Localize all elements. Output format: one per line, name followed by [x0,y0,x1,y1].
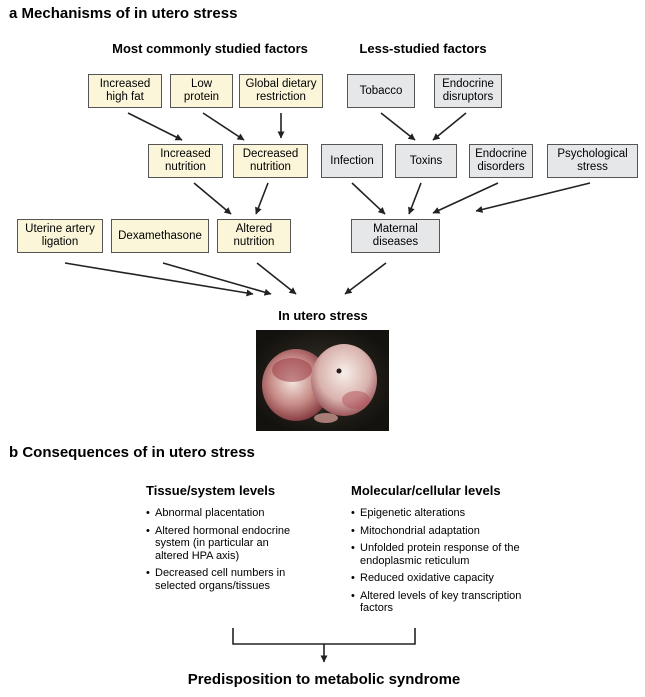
box-dexamethasone: Dexamethasone [111,219,209,253]
list-item: Abnormal placentation [146,507,326,520]
common-factors-heading: Most commonly studied factors [112,41,308,56]
box-endocrine-disorders: Endocrine disorders [469,144,533,178]
box-increased-high-fat: Increased high fat [88,74,162,108]
box-decreased-nutrition: Decreased nutrition [233,144,308,178]
list-item: Altered levels of key transcription fact… [351,590,551,615]
molecular-levels-list: Epigenetic alterations Mitochondrial ada… [351,507,551,620]
box-increased-nutrition: Increased nutrition [148,144,223,178]
box-psychological-stress: Psychological stress [547,144,638,178]
list-item: Unfolded protein response of the endopla… [351,542,551,567]
tissue-levels-list: Abnormal placentation Altered hormonal e… [146,507,326,597]
list-item: Altered hormonal endocrine system (in pa… [146,525,326,563]
arrow-toxins-to-maternal-diseases [408,182,422,215]
arrow-dexamethasone-to-stress [162,262,272,296]
embryo-photo [256,330,389,431]
arrow-low-protein-to-decreased-nutrition [202,112,245,141]
panel-a-title: a Mechanisms of in utero stress [9,5,238,22]
arrow-increased-to-altered-nutrition [193,182,232,215]
box-altered-nutrition: Altered nutrition [217,219,291,253]
arrow-tobacco-to-toxins [380,112,416,141]
list-item: Reduced oxidative capacity [351,572,551,585]
list-item: Epigenetic alterations [351,507,551,520]
arrow-infection-to-maternal-diseases [351,182,386,215]
less-studied-heading: Less-studied factors [359,41,487,56]
in-utero-stress-label: In utero stress [278,308,368,323]
tissue-levels-heading: Tissue/system levels [146,483,276,498]
arrow-maternal-diseases-to-stress [344,262,387,295]
arrow-decreased-to-altered-nutrition [255,182,269,215]
bracket-line [232,628,416,645]
arrow-psychological-stress-to-maternal-diseases [475,182,591,213]
arrow-endocrine-disorders-to-maternal-diseases [432,182,499,214]
box-toxins: Toxins [395,144,457,178]
box-uterine-artery-ligation: Uterine artery ligation [17,219,103,253]
box-maternal-diseases: Maternal diseases [351,219,440,253]
box-endocrine-disruptors: Endocrine disruptors [434,74,502,108]
list-item: Decreased cell numbers in selected organ… [146,567,326,592]
outcome-label: Predisposition to metabolic syndrome [187,671,461,688]
arrow-disruptors-to-toxins [432,112,467,141]
box-low-protein: Low protein [170,74,233,108]
arrow-uterine-to-stress [64,262,254,297]
list-item: Mitochondrial adaptation [351,525,551,538]
arrow-altered-nutrition-to-stress [256,262,297,295]
arrow-high-fat-to-increased-nutrition [127,112,183,141]
panel-b-title: b Consequences of in utero stress [9,444,255,461]
molecular-levels-heading: Molecular/cellular levels [351,483,501,498]
box-global-dietary-restriction: Global dietary restriction [239,74,323,108]
box-tobacco: Tobacco [347,74,415,108]
box-infection: Infection [321,144,383,178]
